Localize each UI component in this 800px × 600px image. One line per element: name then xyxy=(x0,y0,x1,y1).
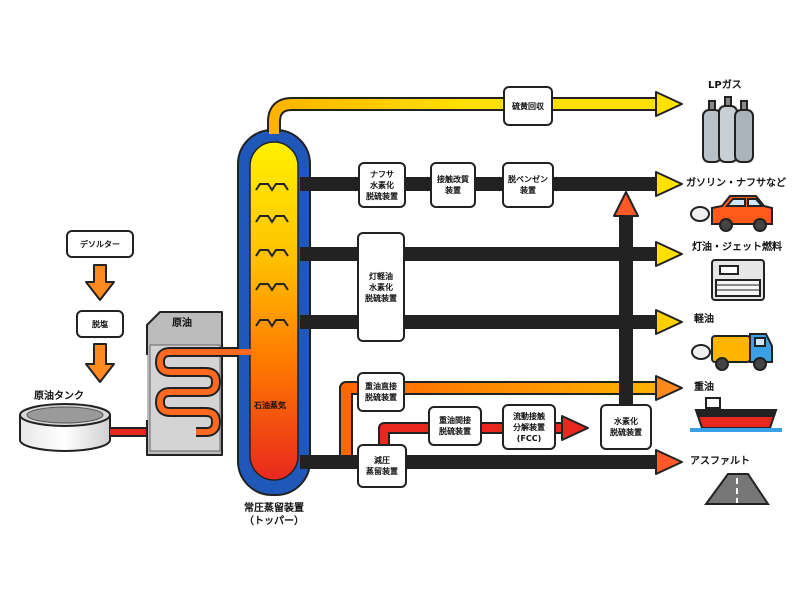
product-heavy-oil: 重油 xyxy=(694,382,714,393)
crude-heater xyxy=(146,311,240,456)
catalytic-reformer-box: 接触改質 装置 xyxy=(430,162,476,208)
heater-label: 原油 xyxy=(172,318,192,329)
product-diesel: 軽油 xyxy=(694,314,714,325)
truck-icon xyxy=(691,333,773,371)
tower-name-sub: （トッパー） xyxy=(244,516,304,527)
distillation-tower xyxy=(237,129,311,496)
indirect-hds-box: 重油間接 脱硫装置 xyxy=(428,406,482,446)
hydro-to-gasoline-stream xyxy=(613,191,639,412)
naphtha-hds-box: ナフサ 水素化 脱硫装置 xyxy=(358,162,406,208)
car-icon xyxy=(690,195,773,232)
lpg-stream xyxy=(267,91,683,134)
desalting-box: 脱塩 xyxy=(76,310,124,338)
crude-tank-label: 原油タンク xyxy=(34,391,84,402)
desalter-box: デソルター xyxy=(66,230,134,258)
vacuum-distill-box: 減圧 蒸留装置 xyxy=(357,444,407,488)
product-gasoline: ガソリン・ナフサなど xyxy=(686,178,786,189)
road-icon xyxy=(704,473,770,505)
desalting-arrow xyxy=(85,343,115,383)
product-lpg: LPガス xyxy=(708,80,742,91)
crude-tank xyxy=(19,403,111,452)
product-kerosene: 灯油・ジェット燃料 xyxy=(692,242,782,253)
gas-cylinders-icon xyxy=(702,96,754,163)
kerosene-hds-box: 灯軽油 水素化 脱硫装置 xyxy=(357,232,405,342)
hydro-hds-box: 水素化 脱硫装置 xyxy=(600,404,652,450)
heater-icon xyxy=(711,259,765,301)
desalter-arrow xyxy=(85,264,115,301)
sulfur-recovery-box: 硫黄回収 xyxy=(503,86,553,126)
direct-hds-box: 重油直接 脱硫装置 xyxy=(357,372,405,412)
tower-name: 常圧蒸留装置 xyxy=(244,503,304,514)
debenzene-box: 脱ベンゼン 装置 xyxy=(502,162,554,208)
tanker-ship-icon xyxy=(690,397,782,432)
tower-inner-label: 石油蒸気 xyxy=(254,401,286,410)
fcc-box: 流動接触 分解装置 (FCC) xyxy=(502,404,556,450)
product-asphalt: アスファルト xyxy=(690,456,750,467)
